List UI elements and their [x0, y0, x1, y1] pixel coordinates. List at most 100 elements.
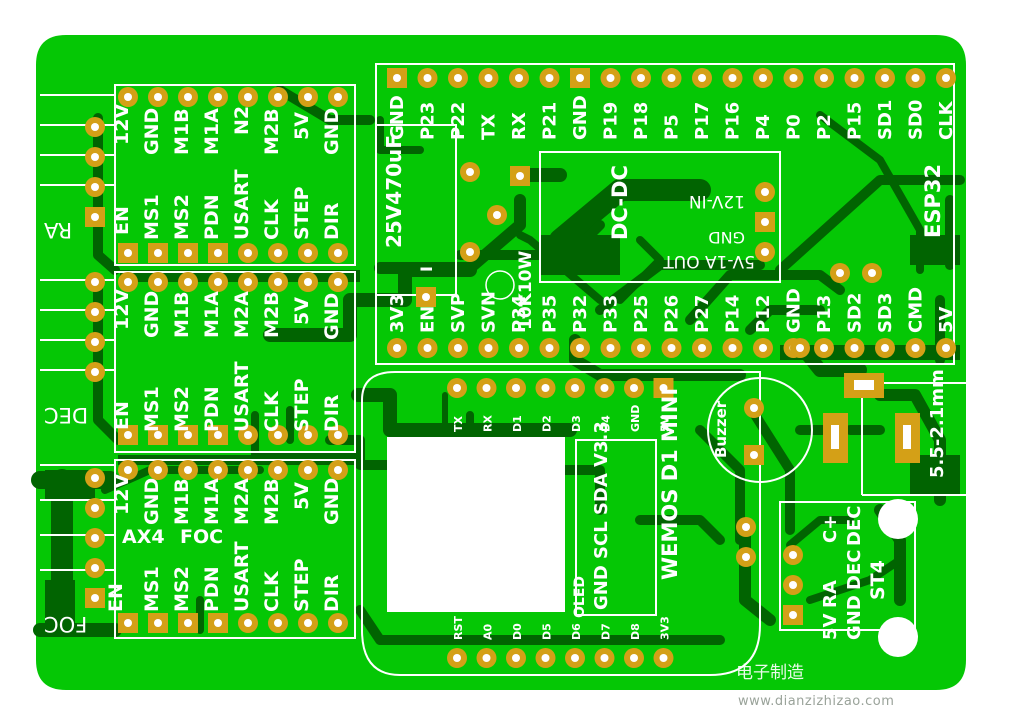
silk-label: FOC: [180, 526, 223, 548]
silk-label: MS2: [171, 386, 193, 432]
drill-hole: [274, 431, 282, 439]
dcdc-title: DC-DC: [608, 165, 632, 240]
mounting-hole: [485, 270, 515, 300]
drill-hole: [124, 431, 132, 439]
drill-hole: [482, 384, 491, 392]
silk-label: GND: [141, 108, 163, 155]
drill-hole: [630, 654, 638, 662]
silk-label: STEP: [291, 378, 313, 432]
silk-label: USART: [231, 169, 253, 240]
silk-label: CLK: [261, 570, 283, 612]
pin-label: P27: [692, 295, 713, 333]
drill-hole: [466, 248, 474, 256]
silk-label: M2B: [261, 108, 283, 155]
drill-hole: [334, 619, 342, 627]
drill-hole: [184, 619, 192, 627]
drill-hole: [606, 344, 615, 352]
drill-hole: [244, 466, 252, 474]
pin-label: P32: [570, 295, 591, 333]
drill-hole: [304, 278, 312, 286]
drill-hole: [600, 384, 609, 392]
drill-hole: [453, 384, 461, 392]
drill-hole: [334, 431, 342, 439]
drill-hole: [274, 619, 282, 627]
pin-label: D3: [570, 415, 583, 432]
silk-label: GND: [321, 478, 343, 525]
drill-hole: [576, 74, 584, 82]
drill-hole: [761, 218, 769, 226]
pin-label: P18: [631, 102, 652, 140]
drill-hole: [453, 654, 461, 662]
drill-hole: [124, 249, 132, 257]
pin-label: D4: [600, 415, 613, 432]
drill-hole: [124, 619, 132, 627]
silk-label: CLK: [261, 198, 283, 240]
silk-label: 12V: [111, 289, 133, 330]
pin-label: CLK: [936, 100, 957, 140]
silk-label: 5V: [291, 297, 313, 325]
silk-label: DIR: [321, 202, 343, 240]
drill-hole: [91, 474, 99, 482]
drill-hole: [184, 278, 192, 286]
pin-label: D6: [570, 623, 583, 640]
drill-hole: [304, 93, 312, 101]
pcb-board: [36, 35, 966, 690]
st4-title: ST4: [867, 560, 889, 600]
drill-hole: [545, 74, 554, 82]
drill-hole: [91, 368, 99, 376]
resistor-label: 10K10W: [516, 251, 536, 330]
drill-hole: [154, 278, 162, 286]
drill-hole: [630, 384, 638, 392]
drill-hole: [759, 344, 767, 352]
silk-label: M1A: [201, 108, 223, 155]
drill-hole: [484, 344, 493, 352]
silk-label: CLK: [261, 390, 283, 432]
drill-hole: [244, 249, 252, 257]
silk-label: STEP: [291, 558, 313, 612]
drill-hole: [244, 278, 252, 286]
drill-hole: [576, 344, 584, 352]
drill-hole: [881, 344, 889, 352]
drill-hole: [850, 344, 859, 352]
drill-hole: [698, 74, 706, 82]
drill-hole: [214, 93, 222, 101]
pin-label: D5: [541, 623, 554, 640]
pin-label: P0: [784, 114, 805, 140]
silk-label: USART: [231, 541, 253, 612]
pin-label: 5V: [936, 306, 957, 333]
drill-hole: [334, 278, 342, 286]
silk-label: PDN: [201, 566, 223, 612]
solder-pads: [85, 68, 956, 668]
drill-hole: [667, 74, 676, 82]
drill-hole: [466, 168, 474, 176]
drill-hole: [728, 344, 737, 352]
pin-label: P13: [814, 295, 835, 333]
wemos-outline: [361, 371, 761, 676]
drill-hole: [541, 384, 550, 392]
drill-hole: [454, 344, 462, 352]
drill-hole: [606, 74, 615, 82]
edge-label: FOC: [44, 612, 87, 636]
drill-hole: [512, 654, 520, 662]
st4-pin-label: DEC: [844, 550, 865, 590]
pin-label: SD3: [875, 293, 896, 333]
pin-label: P16: [723, 102, 744, 140]
silk-label: M1A: [201, 291, 223, 338]
drill-hole: [91, 183, 99, 191]
silk-label: AX4: [122, 526, 165, 548]
silkscreen-labels: 12V GND M1B M1A USART N2 M2B 5V GND EN M…: [43, 95, 957, 640]
drill-hole: [484, 74, 493, 82]
pin-label: TX: [452, 415, 465, 432]
silk-label: PDN: [201, 194, 223, 240]
pin-label: P19: [601, 102, 622, 140]
capacitor-label: 25V470uF: [382, 135, 406, 248]
drill-hole: [423, 344, 432, 352]
drill-hole: [154, 249, 162, 257]
drill-hole: [91, 278, 99, 286]
drill-hole: [454, 74, 462, 82]
pin-label: P17: [692, 102, 713, 140]
drill-hole: [274, 249, 282, 257]
drill-hole: [304, 619, 312, 627]
silk-label: GND: [141, 478, 163, 525]
drill-hole: [91, 213, 99, 221]
